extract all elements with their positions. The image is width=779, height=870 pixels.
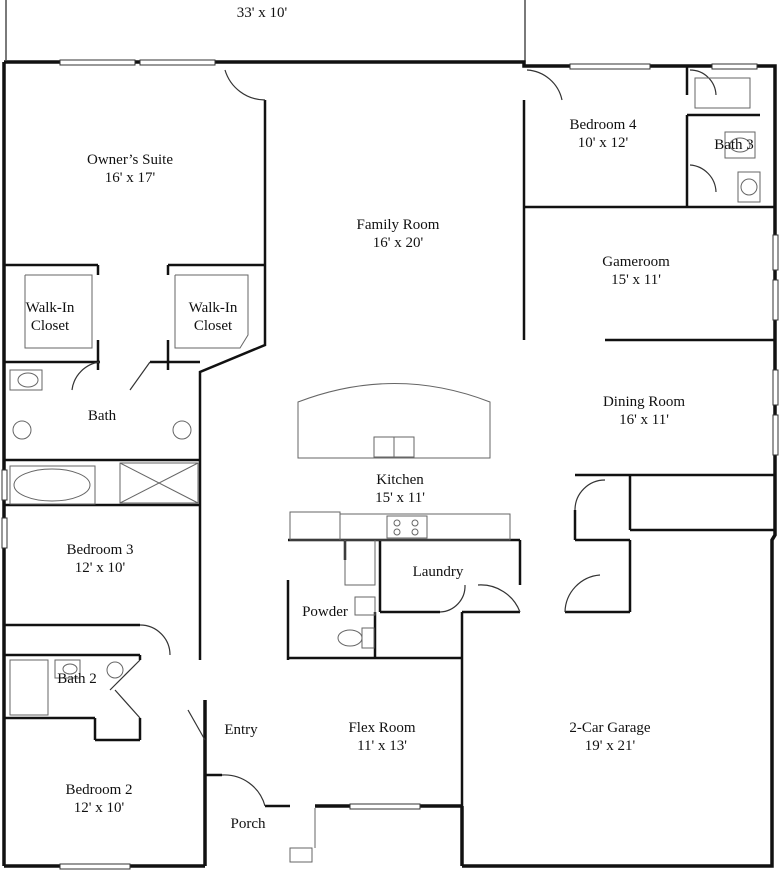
room-name: Entry bbox=[224, 722, 258, 738]
interior-walls bbox=[4, 66, 775, 808]
room-size: Closet bbox=[30, 318, 70, 334]
room-laundry: Laundry bbox=[413, 563, 464, 581]
room-name: Bedroom 4 bbox=[569, 117, 637, 133]
room-flex-room: Flex Room 11' x 13' bbox=[348, 719, 415, 755]
room-name: Laundry bbox=[412, 564, 464, 580]
room-name: Powder bbox=[302, 604, 348, 620]
room-bedroom-3: Bedroom 3 12' x 10' bbox=[66, 541, 133, 577]
room-name: Walk-In bbox=[25, 300, 75, 316]
room-name: 2-Car Garage bbox=[569, 720, 651, 736]
room-size: 19' x 21' bbox=[584, 738, 636, 754]
room-name: Family Room bbox=[356, 217, 440, 233]
room-size: 10' x 12' bbox=[577, 135, 629, 151]
room-name: Bedroom 3 bbox=[66, 542, 134, 558]
room-family-room: Family Room 16' x 20' bbox=[357, 216, 440, 252]
room-bedroom-4: Bedroom 4 10' x 12' bbox=[569, 116, 636, 152]
room-size: 12' x 10' bbox=[74, 560, 126, 576]
fixtures bbox=[9, 77, 761, 863]
patio-size: 33' x 10' bbox=[236, 5, 288, 21]
room-size: 15' x 11' bbox=[375, 490, 425, 506]
room-entry: Entry bbox=[224, 721, 257, 739]
room-name: Gameroom bbox=[602, 254, 670, 270]
room-bath-3: Bath 3 bbox=[714, 136, 754, 154]
patio-size-label: 33' x 10' bbox=[237, 4, 287, 22]
room-size: 16' x 11' bbox=[619, 412, 669, 428]
room-size: 15' x 11' bbox=[611, 272, 661, 288]
room-name: Walk-In bbox=[188, 300, 238, 316]
room-dining-room: Dining Room 16' x 11' bbox=[603, 393, 685, 429]
room-kitchen: Kitchen 15' x 11' bbox=[375, 471, 425, 507]
room-bedroom-2: Bedroom 2 12' x 10' bbox=[65, 781, 132, 817]
room-name: Bedroom 2 bbox=[65, 782, 133, 798]
windows bbox=[1, 59, 779, 870]
patio-outline bbox=[5, 0, 526, 62]
room-powder: Powder bbox=[302, 603, 348, 621]
door-swings bbox=[71, 69, 717, 807]
room-size: Closet bbox=[193, 318, 233, 334]
room-size: 16' x 17' bbox=[104, 170, 156, 186]
room-gameroom: Gameroom 15' x 11' bbox=[602, 253, 669, 289]
room-size: 12' x 10' bbox=[73, 800, 125, 816]
room-size: 11' x 13' bbox=[357, 738, 407, 754]
room-name: Flex Room bbox=[348, 720, 416, 736]
room-owners-suite: Owner’s Suite 16' x 17' bbox=[87, 151, 173, 187]
room-bath-2: Bath 2 bbox=[57, 670, 97, 688]
room-name: Owner’s Suite bbox=[87, 152, 173, 168]
room-garage: 2-Car Garage 19' x 21' bbox=[569, 719, 650, 755]
room-name: Bath bbox=[87, 408, 117, 424]
room-bath: Bath bbox=[88, 407, 116, 425]
room-name: Dining Room bbox=[602, 394, 686, 410]
room-name: Bath 3 bbox=[714, 137, 754, 153]
room-size: 16' x 20' bbox=[372, 235, 424, 251]
room-name: Bath 2 bbox=[57, 671, 97, 687]
room-porch: Porch bbox=[231, 815, 266, 833]
room-name: Kitchen bbox=[376, 472, 424, 488]
room-name: Porch bbox=[230, 816, 266, 832]
